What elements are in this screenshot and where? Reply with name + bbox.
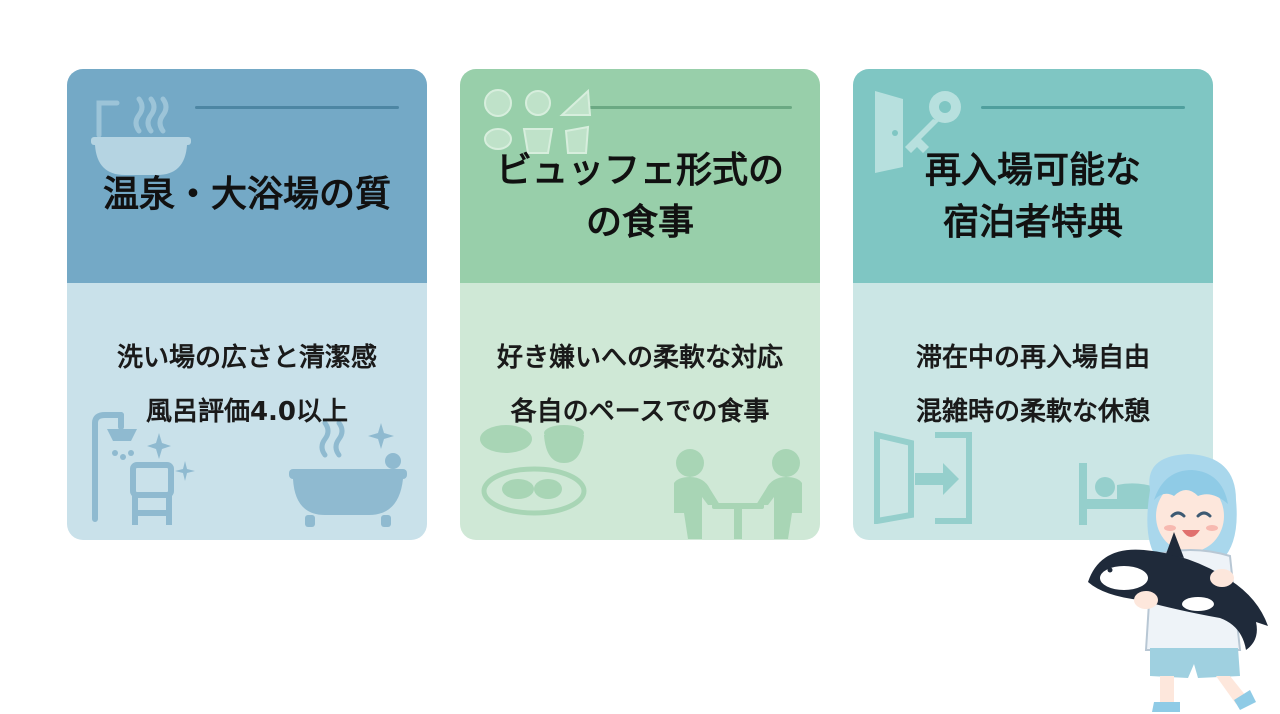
header-rule (195, 106, 399, 109)
header-rule (981, 106, 1185, 109)
card-point: 混雑時の柔軟な休憩 (915, 397, 1150, 427)
card-point: 風呂評価4.0以上 (145, 397, 349, 427)
food-variety-icon (484, 88, 592, 154)
bathtub-icon (91, 96, 191, 175)
shower-icon (92, 412, 137, 522)
stool-icon (130, 462, 174, 525)
card-point: 滞在中の再入場自由 (915, 343, 1150, 373)
card-title-line: 宿泊者特典 (942, 202, 1123, 243)
card-point: 洗い場の広さと清潔感 (116, 343, 377, 373)
header-rule (588, 106, 792, 109)
food-plates-icon (480, 425, 587, 516)
sparkle-icon (147, 433, 195, 481)
card-title: ビュッフェ形式の の食事 (460, 145, 820, 249)
card-title: 温泉・大浴場の質 (67, 169, 427, 221)
card-points: 好き嫌いへの柔軟な対応 各自のペースでの食事 (460, 331, 820, 439)
card-title-line: 再入場可能な (924, 150, 1141, 191)
card-title-line: 温泉・大浴場の質 (102, 174, 391, 215)
feature-card-buffet: ビュッフェ形式の の食事 好き嫌いへの柔軟な対応 各自のペースでの食事 (460, 69, 820, 540)
bathtub-small-icon (289, 420, 407, 527)
feature-card-reentry: 再入場可能な 宿泊者特典 滞在中の再入場自由 混雑時の柔軟な休憩 (853, 69, 1213, 540)
card-header (460, 69, 820, 283)
card-points: 滞在中の再入場自由 混雑時の柔軟な休憩 (853, 331, 1213, 439)
door-key-icon (875, 91, 961, 173)
card-point: 各自のペースでの食事 (510, 397, 770, 427)
card-points: 洗い場の広さと清潔感 風呂評価4.0以上 (67, 331, 427, 439)
card-title-line: ビュッフェ形式の (495, 150, 784, 191)
card-title-line: の食事 (585, 202, 694, 243)
card-header (853, 69, 1213, 283)
feature-card-onsen: 温泉・大浴場の質 洗い場の広さと清潔感 風呂評価4.0以上 (67, 69, 427, 540)
exit-door-icon (874, 431, 972, 524)
girl-holding-orca-icon (1088, 454, 1268, 712)
card-title: 再入場可能な 宿泊者特典 (853, 145, 1213, 249)
dining-people-icon (674, 449, 802, 539)
card-point: 好き嫌いへの柔軟な対応 (496, 343, 783, 373)
card-header (67, 69, 427, 283)
